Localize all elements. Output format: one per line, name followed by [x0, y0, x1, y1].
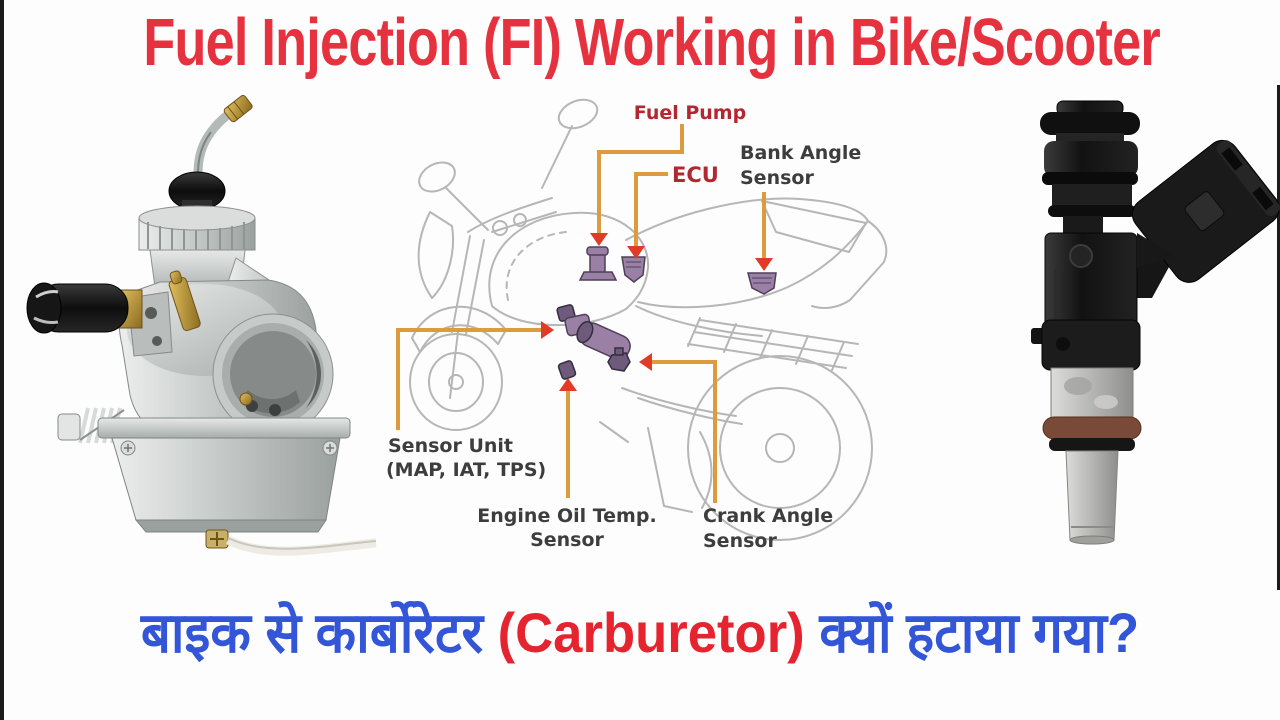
right-border-strip [1277, 85, 1280, 590]
diagram-labels: Fuel Pump ECU Bank Angle Sensor Sensor U… [386, 102, 861, 552]
crank-angle-label-line1: Crank Angle [703, 505, 833, 527]
carburetor-body [26, 94, 377, 556]
engine-oil-label-line1: Engine Oil Temp. [477, 505, 656, 527]
ecu-leader [634, 172, 668, 246]
engine-oil-arrow [559, 378, 577, 391]
crank-angle-leader [652, 360, 717, 503]
crank-angle-sensor-part [607, 347, 631, 372]
bank-angle-label-line1: Bank Angle [740, 142, 861, 164]
fuel-injector-photo [1031, 100, 1280, 545]
crank-angle-arrow [639, 353, 652, 371]
sensor-unit-arrow [541, 321, 554, 339]
fuel-pump-label: Fuel Pump [634, 102, 746, 124]
main-title-text: Fuel Injection (FI) Working in Bike/Scoo… [143, 5, 1160, 80]
bank-angle-arrow [755, 258, 773, 271]
injector-body [1031, 100, 1280, 545]
ecu-part [621, 256, 646, 283]
fuel-pump-arrow [590, 233, 608, 246]
sensor-unit-label-line1: Sensor Unit [388, 435, 513, 457]
crank-angle-label-line2: Sensor [703, 530, 777, 552]
engine-oil-temp-sensor-part [557, 360, 577, 380]
carburetor-photo [26, 94, 377, 556]
left-border-strip [0, 0, 4, 720]
bottom-headline-english: (Carburetor) [497, 601, 805, 664]
bank-angle-sensor-part [747, 272, 777, 295]
ecu-label: ECU [672, 163, 719, 187]
pipe-brass-tip [223, 94, 253, 123]
fi-components [556, 246, 777, 380]
fuel-pump-part [578, 246, 618, 281]
sensor-unit-label-line2: (MAP, IAT, TPS) [386, 459, 546, 481]
leader-lines [396, 124, 773, 503]
sensor-unit-leader [396, 328, 541, 430]
bottom-headline-hindi-suffix: क्यों हटाया गया? [804, 601, 1140, 664]
bottom-headline-hindi-prefix: बाइक से कार्बोरेटर [140, 601, 498, 664]
injector-connector [1131, 139, 1280, 283]
motorcycle-sketch [409, 98, 888, 541]
fi-system-diagram: Fuel Pump ECU Bank Angle Sensor Sensor U… [386, 98, 888, 552]
ecu-arrow [627, 246, 645, 259]
bank-angle-label-line2: Sensor [740, 167, 814, 189]
bottom-headline: बाइक से कार्बोरेटर (Carburetor) क्यों हट… [0, 598, 1280, 668]
engine-oil-label-line2: Sensor [530, 529, 604, 551]
main-title: Fuel Injection (FI) Working in Bike/Scoo… [0, 4, 1280, 81]
fuel-pump-leader [597, 124, 684, 233]
bottom-headline-text: बाइक से कार्बोरेटर (Carburetor) क्यों हट… [141, 598, 1139, 668]
